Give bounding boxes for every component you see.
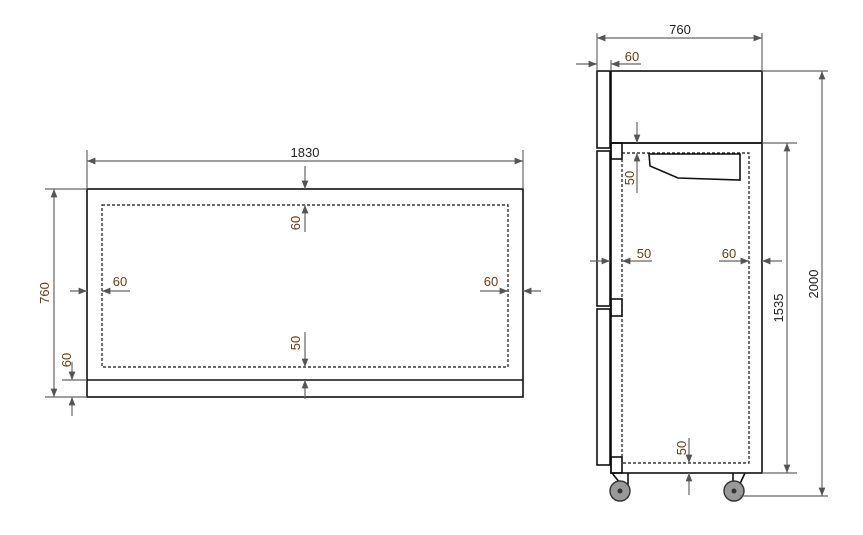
total-height-label: 2000 [806, 270, 821, 299]
evaporator [648, 153, 741, 181]
margin-top-label: 60 [288, 216, 303, 230]
cabinet-body [610, 142, 763, 474]
depth-label: 760 [37, 282, 52, 304]
hinge [610, 456, 623, 474]
margin-top-label: 50 [622, 171, 637, 185]
margin-left-label: 60 [113, 274, 127, 289]
front-strip-label: 60 [59, 353, 74, 367]
margin-bottom-label: 50 [288, 336, 303, 350]
hinge [610, 298, 623, 317]
top-door [596, 70, 611, 149]
margin-right-label: 60 [484, 274, 498, 289]
margin-left-label: 50 [637, 246, 651, 261]
usable-area [621, 152, 750, 464]
depth-label: 760 [669, 22, 691, 37]
middle-door [596, 150, 611, 307]
margin-right-label: 60 [722, 246, 736, 261]
margin-bottom-label: 50 [674, 441, 689, 455]
body-height-label: 1535 [771, 294, 786, 323]
hinge [610, 142, 623, 160]
width-label: 1830 [291, 145, 320, 160]
side-view: 760 60 2000 1535 50 50 60 50 [576, 22, 828, 502]
door-label: 60 [625, 49, 639, 64]
top-compartment [610, 70, 763, 144]
caster-wheel [723, 472, 746, 502]
top-view: 1830 760 60 60 60 50 60 [37, 145, 541, 416]
bottom-door [596, 308, 611, 466]
caster-wheel [609, 472, 631, 502]
